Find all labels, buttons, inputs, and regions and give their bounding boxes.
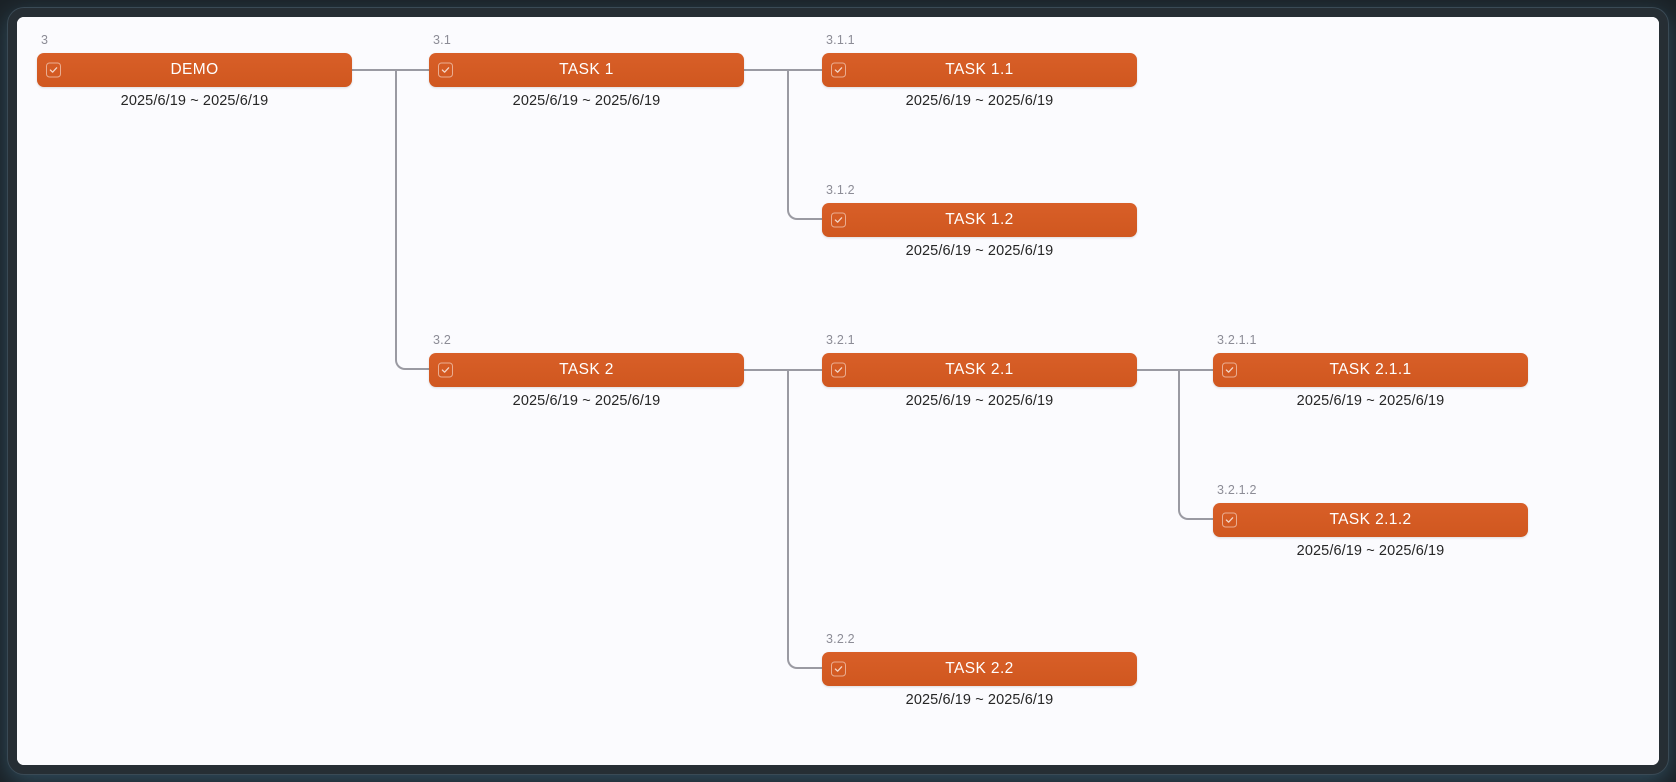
- node-task-2-1-1[interactable]: 3.2.1.1 TASK 2.1.1 2025/6/19 ~ 2025/6/19: [1213, 333, 1528, 409]
- node-task-1-1[interactable]: 3.1.1 TASK 1.1 2025/6/19 ~ 2025/6/19: [822, 33, 1137, 109]
- node-id-label: 3.1.1: [826, 33, 855, 47]
- checkbox-icon[interactable]: [1222, 512, 1237, 528]
- checkbox-icon[interactable]: [438, 362, 453, 378]
- node-title: TASK 2: [559, 361, 614, 378]
- node-id-label: 3.2.1.2: [1217, 483, 1257, 497]
- edge-task2-task2_1: [744, 369, 822, 371]
- node-id-label: 3.2.2: [826, 632, 855, 646]
- node-task-2[interactable]: 3.2 TASK 2 2025/6/19 ~ 2025/6/19: [429, 333, 744, 409]
- node-dates: 2025/6/19 ~ 2025/6/19: [512, 93, 661, 109]
- node-dates: 2025/6/19 ~ 2025/6/19: [905, 692, 1054, 708]
- edge-task1-task1_2: [787, 69, 822, 220]
- node-bar[interactable]: TASK 2: [429, 353, 744, 387]
- node-task-2-1-2[interactable]: 3.2.1.2 TASK 2.1.2 2025/6/19 ~ 2025/6/19: [1213, 483, 1528, 559]
- node-task-2-2[interactable]: 3.2.2 TASK 2.2 2025/6/19 ~ 2025/6/19: [822, 632, 1137, 708]
- node-title: DEMO: [170, 61, 219, 78]
- node-dates: 2025/6/19 ~ 2025/6/19: [512, 393, 661, 409]
- checkbox-icon[interactable]: [831, 362, 846, 378]
- wbs-canvas[interactable]: 3 DEMO 2025/6/19 ~ 2025/6/19 3.1: [17, 17, 1659, 765]
- node-dates: 2025/6/19 ~ 2025/6/19: [905, 393, 1054, 409]
- edge-task2_1-task2_1_2: [1178, 369, 1213, 520]
- node-bar[interactable]: TASK 2.1.1: [1213, 353, 1528, 387]
- node-dates: 2025/6/19 ~ 2025/6/19: [120, 93, 269, 109]
- node-task-1[interactable]: 3.1 TASK 1 2025/6/19 ~ 2025/6/19: [429, 33, 744, 109]
- checkbox-icon[interactable]: [1222, 362, 1237, 378]
- node-title: TASK 1.2: [945, 211, 1014, 228]
- edge-task2_1-task2_2: [787, 369, 822, 669]
- node-bar[interactable]: TASK 1: [429, 53, 744, 87]
- node-task-2-1[interactable]: 3.2.1 TASK 2.1 2025/6/19 ~ 2025/6/19: [822, 333, 1137, 409]
- edge-task1-task1_1: [744, 69, 822, 71]
- node-id-label: 3.2.1.1: [1217, 333, 1257, 347]
- node-id-label: 3.1.2: [826, 183, 855, 197]
- node-title: TASK 2.2: [945, 660, 1014, 677]
- node-task-1-2[interactable]: 3.1.2 TASK 1.2 2025/6/19 ~ 2025/6/19: [822, 183, 1137, 259]
- node-id-label: 3: [41, 33, 49, 47]
- node-bar[interactable]: TASK 2.1: [822, 353, 1137, 387]
- checkbox-icon[interactable]: [46, 62, 61, 78]
- node-id-label: 3.2: [433, 333, 451, 347]
- node-dates: 2025/6/19 ~ 2025/6/19: [1296, 543, 1445, 559]
- checkbox-icon[interactable]: [831, 661, 846, 677]
- edge-task2_1-task2_1_1: [1136, 369, 1213, 371]
- checkbox-icon[interactable]: [831, 212, 846, 228]
- node-id-label: 3.1: [433, 33, 451, 47]
- node-title: TASK 2.1: [945, 361, 1014, 378]
- node-bar[interactable]: DEMO: [37, 53, 352, 87]
- node-demo[interactable]: 3 DEMO 2025/6/19 ~ 2025/6/19: [37, 33, 352, 109]
- node-bar[interactable]: TASK 2.2: [822, 652, 1137, 686]
- node-title: TASK 1.1: [945, 61, 1014, 78]
- node-title: TASK 2.1.1: [1329, 361, 1412, 378]
- node-dates: 2025/6/19 ~ 2025/6/19: [1296, 393, 1445, 409]
- node-id-label: 3.2.1: [826, 333, 855, 347]
- node-bar[interactable]: TASK 2.1.2: [1213, 503, 1528, 537]
- app-window: 3 DEMO 2025/6/19 ~ 2025/6/19 3.1: [8, 8, 1668, 774]
- node-dates: 2025/6/19 ~ 2025/6/19: [905, 93, 1054, 109]
- node-bar[interactable]: TASK 1.2: [822, 203, 1137, 237]
- edge-root-task1: [352, 69, 429, 71]
- checkbox-icon[interactable]: [831, 62, 846, 78]
- node-title: TASK 2.1.2: [1329, 511, 1412, 528]
- checkbox-icon[interactable]: [438, 62, 453, 78]
- edge-root-task2: [395, 69, 429, 370]
- node-bar[interactable]: TASK 1.1: [822, 53, 1137, 87]
- node-dates: 2025/6/19 ~ 2025/6/19: [905, 243, 1054, 259]
- node-title: TASK 1: [559, 61, 614, 78]
